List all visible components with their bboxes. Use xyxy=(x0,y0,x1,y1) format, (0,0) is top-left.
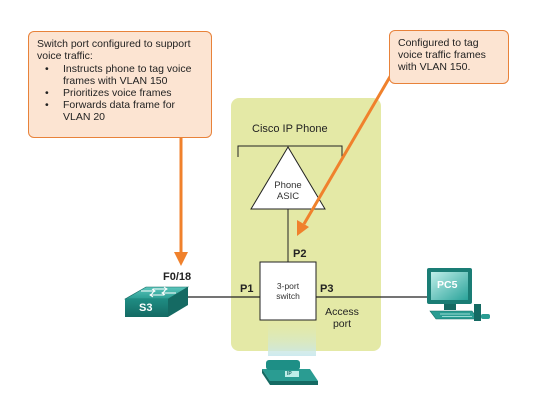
bullet-item-line1: Forwards data frame for xyxy=(63,99,176,111)
handset-ip-badge: IP xyxy=(287,371,292,377)
phone-config-callout: Configured to tag voice traffic frames w… xyxy=(389,30,509,84)
three-port-switch-box xyxy=(259,261,317,321)
switch-label-line1: 3-port xyxy=(276,281,300,291)
three-port-switch-label: 3-port switch xyxy=(262,281,314,301)
port-p3-label: P3 xyxy=(320,283,334,295)
phone-config-line3: with VLAN 150. xyxy=(398,61,471,73)
port-p1-label: P1 xyxy=(240,283,254,295)
bullet-item-line1: Instructs phone to tag voice xyxy=(63,63,192,75)
handset-glow xyxy=(268,320,316,356)
switch-label-line2: switch xyxy=(276,291,300,301)
asic-label-line1: Phone xyxy=(274,180,302,191)
bullet-item: Instructs phone to tag voice frames with… xyxy=(45,63,203,87)
callout-heading-line2: voice traffic: xyxy=(37,50,93,62)
phone-title: Cisco IP Phone xyxy=(252,123,328,135)
access-port-line1: Access xyxy=(325,306,359,318)
bullet-item: Prioritizes voice frames xyxy=(45,87,203,99)
access-port-label: Access port xyxy=(322,306,362,330)
phone-config-line1: Configured to tag xyxy=(398,37,479,49)
switch-s3-icon xyxy=(123,286,190,317)
switch-port-callout: Switch port configured to support voice … xyxy=(28,31,212,138)
phone-config-line2: voice traffic frames xyxy=(398,49,486,61)
access-port-line2: port xyxy=(332,318,352,330)
bullet-item-line2: frames with VLAN 150 xyxy=(63,75,168,87)
asic-label: Phone ASIC xyxy=(270,180,306,202)
callout-bullet-list: Instructs phone to tag voice frames with… xyxy=(37,63,203,123)
callout-arrow-right xyxy=(297,74,393,236)
callout-heading-line1: Switch port configured to support xyxy=(37,38,191,50)
callout-arrow-left xyxy=(174,138,188,266)
switch-s3-label: S3 xyxy=(139,302,153,314)
bullet-item-line1: Prioritizes voice frames xyxy=(63,87,172,99)
pc5-icon xyxy=(427,268,490,321)
bullet-item-line2: VLAN 20 xyxy=(63,111,106,123)
phone-bracket xyxy=(237,145,343,157)
switch-port-label: F0/18 xyxy=(163,271,192,283)
port-p2-label: P2 xyxy=(293,248,307,260)
ip-phone-handset-icon xyxy=(262,360,318,385)
pc5-label: PC5 xyxy=(437,279,458,291)
asic-label-line2: ASIC xyxy=(276,191,300,202)
bullet-item: Forwards data frame for VLAN 20 xyxy=(45,99,203,123)
